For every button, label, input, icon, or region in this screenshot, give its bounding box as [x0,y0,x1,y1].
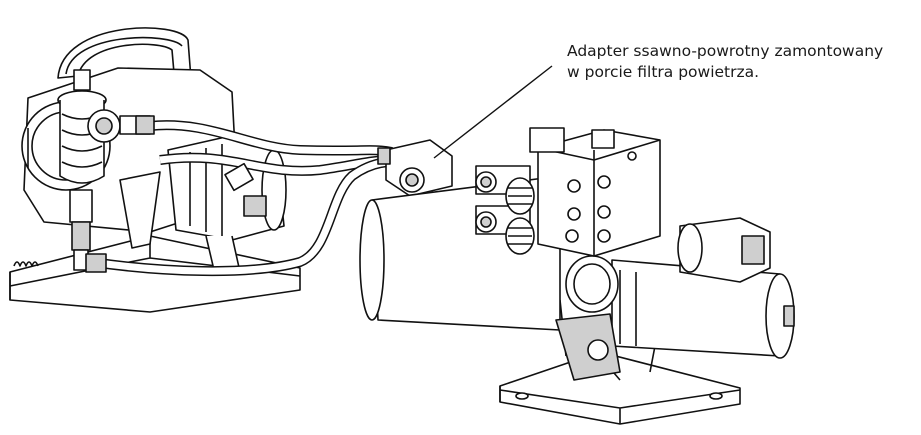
carry-handle [57,27,193,97]
callout-leader-line [433,65,553,159]
callout-annotation: Adapter ssawno-powrotny zamontowany w po… [567,41,919,83]
hoses [85,115,393,277]
valve-cartridges [475,165,535,255]
callout-line-2: w porcie filtra powietrza. [567,63,760,81]
suction-return-adapter [377,139,453,197]
solenoid [679,217,771,283]
callout-line-1: Adapter ssawno-powrotny zamontowany [567,42,884,60]
left-pump-unit [9,27,301,313]
right-power-unit [359,127,795,425]
